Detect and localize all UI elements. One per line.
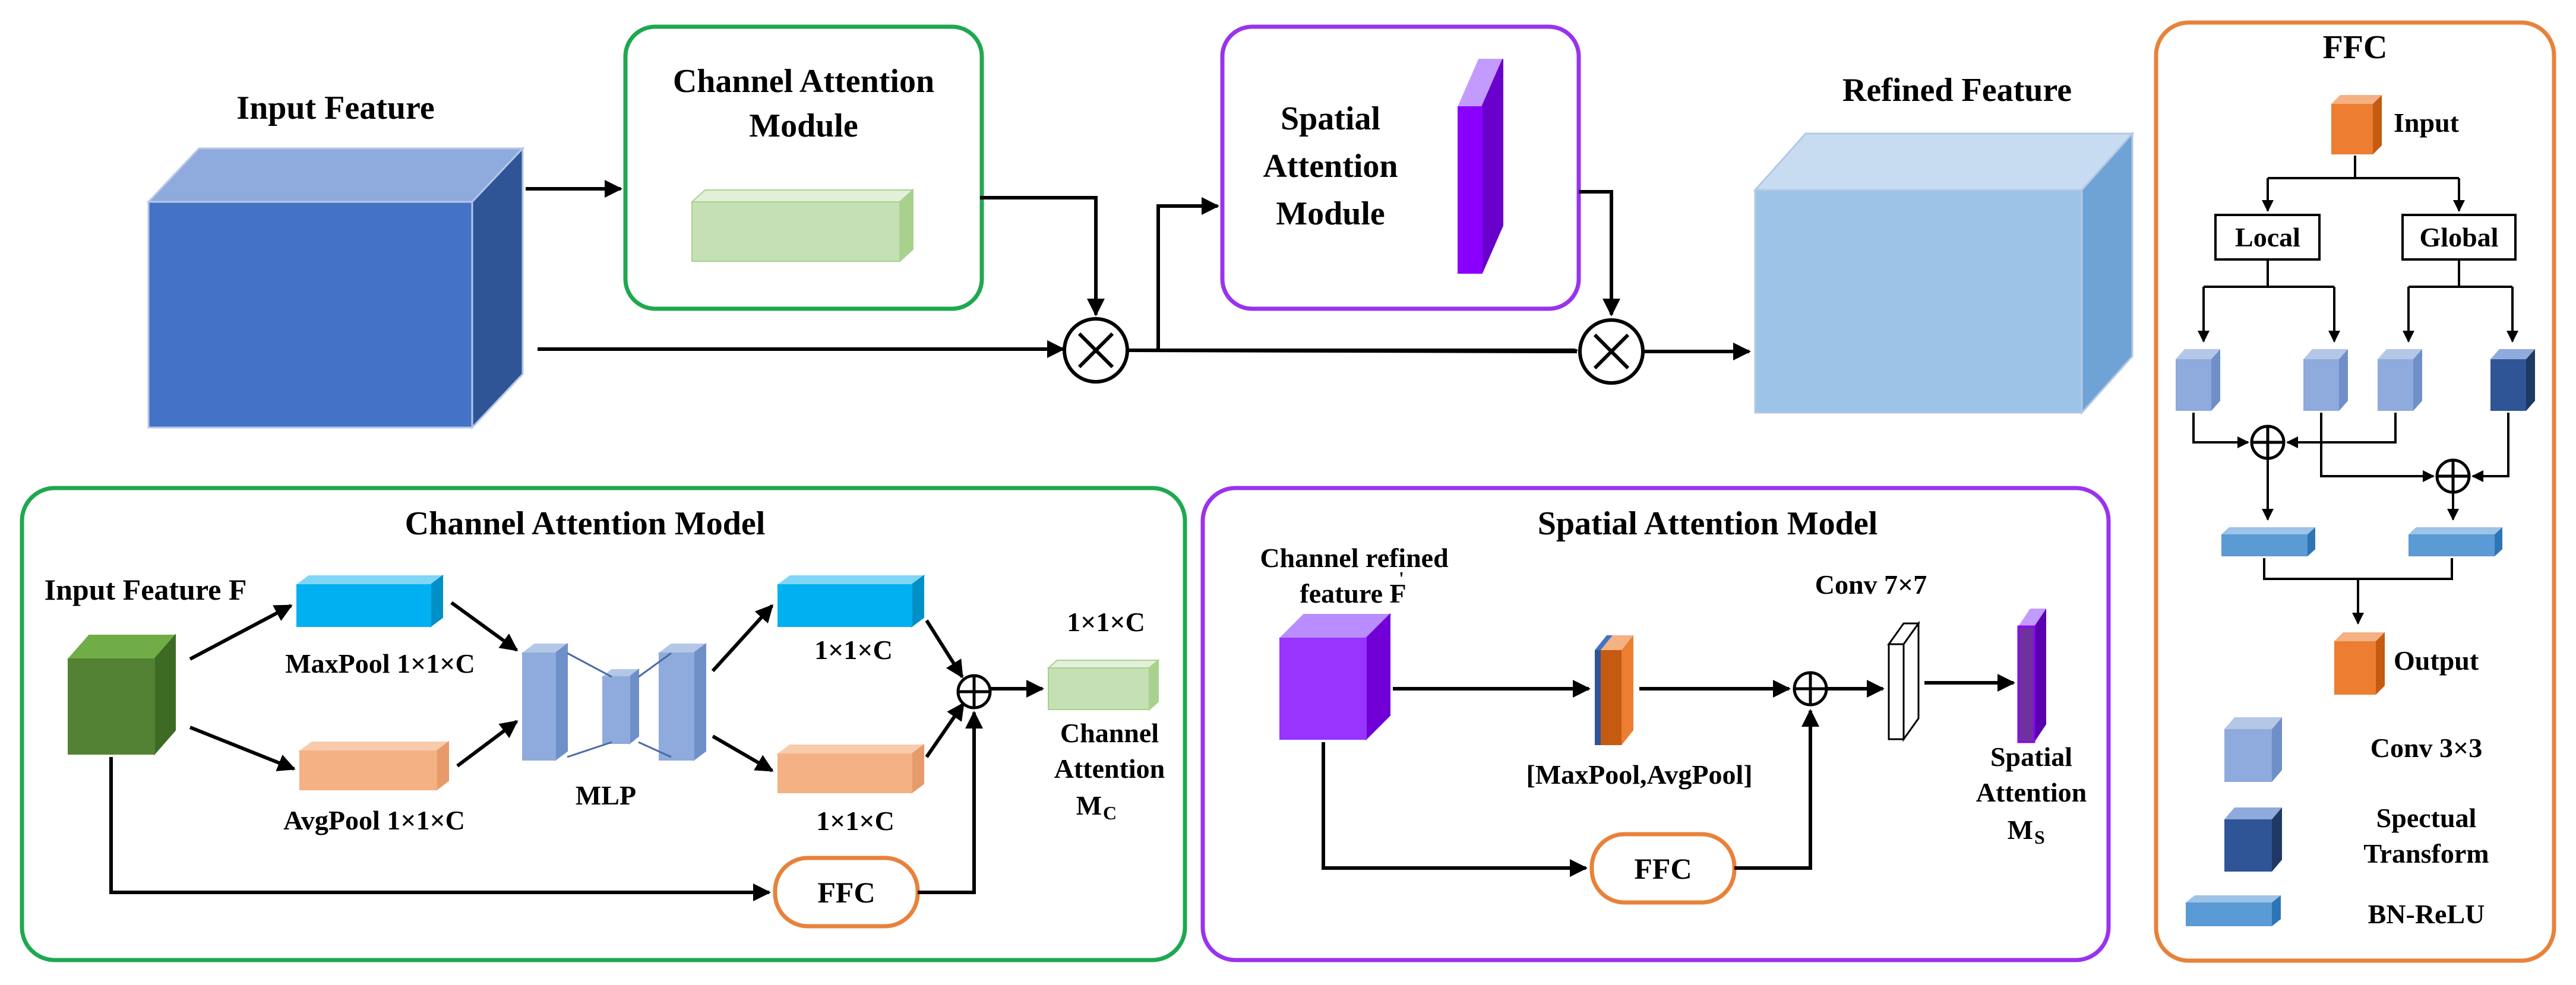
ffc-conv-cube-3 [2378,349,2422,411]
ffc-conv-cube-2 [2303,349,2348,411]
output-bar-bottom [776,744,925,794]
result-label-line2: Attention [1054,753,1165,784]
arrow-maxpool-to-mlp [450,601,519,652]
sp-input-prime: ' [1399,568,1404,589]
ffc-label-channel: FFC [817,876,875,909]
legend-spectral-label-1: Spectual [2376,803,2477,833]
legend-conv-label: Conv 3×3 [2370,733,2483,763]
output-top-label: 1×1×C [814,635,893,665]
result-subscript: C [1103,802,1117,824]
input-feature-label: Input Feature [236,90,434,126]
arrow-bottom-to-add [925,702,965,758]
ffc-spectral-cube [2490,349,2535,411]
sp-result-line2: Attention [1976,777,2087,807]
sp-input-label-line1: Channel refined [1260,543,1449,573]
ffc-input-label: Input [2394,107,2460,138]
legend-spectral-label-2: Transform [2363,838,2489,869]
sp-input-label-line2: feature F [1300,578,1406,609]
output-bar-top [776,575,925,628]
ffc-bn-bar-2 [2409,527,2502,556]
conv7-block [1887,620,1920,742]
sam-label-line3: Module [1276,195,1385,232]
refined-feature-cube [1753,131,2135,415]
input-feature-f-label: Input Feature F [45,573,247,606]
maxpool-label: MaxPool 1×1×C [285,648,475,679]
ffc-local-label: Local [2235,222,2300,252]
arrow-refined-to-ffc [1322,742,1588,877]
ffc-panel-title: FFC [2323,29,2388,66]
result-symbol: M [1076,790,1102,821]
cam-label-line1: Channel Attention [673,63,934,100]
channel-attention-result-bar [1047,658,1160,711]
spatial-model-title: Spatial Attention Model [1538,505,1878,542]
arrow-mlp-to-top [711,604,774,673]
input-feature-cube [146,146,525,430]
ffc-global-box [2401,214,2517,261]
arrow-avgpool-to-mlp [456,720,519,768]
output-bottom-label: 1×1×C [816,806,895,836]
input-feature-f-cube [67,634,177,756]
ffc-output-cube [2334,632,2385,695]
result-label-line1: Channel [1060,718,1159,748]
ffc-output-label: Output [2394,645,2479,676]
mlp-label: MLP [576,780,636,810]
spatial-attention-model-box [1200,486,2111,962]
pool-label: [MaxPool,AvgPool] [1526,759,1752,790]
result-dim-label: 1×1×C [1067,607,1145,637]
arrow-sam-to-mult2 [1579,190,1620,316]
arrow-input-to-avgpool [189,726,296,771]
mlp-block [521,643,707,761]
sp-result-line1: Spatial [1990,742,2072,772]
arrow-mlp-to-bottom [712,734,774,772]
arrow-top-to-add [925,619,964,679]
legend-spectral-cube [2224,807,2282,872]
arrow-input-to-maxpool [189,604,293,661]
avgpool-label: AvgPool 1×1×C [283,805,465,835]
spatial-attention-bar [1457,59,1504,274]
channel-refined-cube [1278,613,1392,741]
legend-bn-label: BN-ReLU [2368,899,2485,929]
arrow-mult1-to-sam [1156,197,1219,350]
channel-attention-bar [690,188,915,263]
ffc-input-cube [2331,95,2382,154]
ffc-conv-cube-1 [2176,349,2220,411]
legend-bn-bar [2186,895,2281,926]
avgpool-bar [298,741,450,791]
pool-concat-block [1595,635,1633,745]
arrow-cam-to-mult1 [980,196,1105,316]
legend-conv-cube [2224,717,2282,782]
ffc-global-label: Global [2420,222,2499,252]
sam-label-line1: Spatial [1281,100,1380,137]
arrow-ffc-to-add-spatial [1734,709,1819,870]
spatial-attention-result-bar [2017,609,2046,743]
ffc-bn-bar-1 [2221,527,2315,556]
sp-result-subscript: S [2034,826,2045,848]
sam-label-line2: Attention [1263,148,1398,185]
ffc-label-spatial: FFC [1634,852,1692,885]
maxpool-bar [295,575,444,628]
sp-result-symbol: M [2008,815,2033,845]
refined-feature-label: Refined Feature [1842,72,2072,109]
arrow-input-to-ffc [109,757,771,901]
arrow-ffc-to-add [918,711,983,894]
cam-label-line2: Module [749,107,858,144]
channel-model-title: Channel Attention Model [405,505,766,542]
conv7-label: Conv 7×7 [1815,569,1927,600]
